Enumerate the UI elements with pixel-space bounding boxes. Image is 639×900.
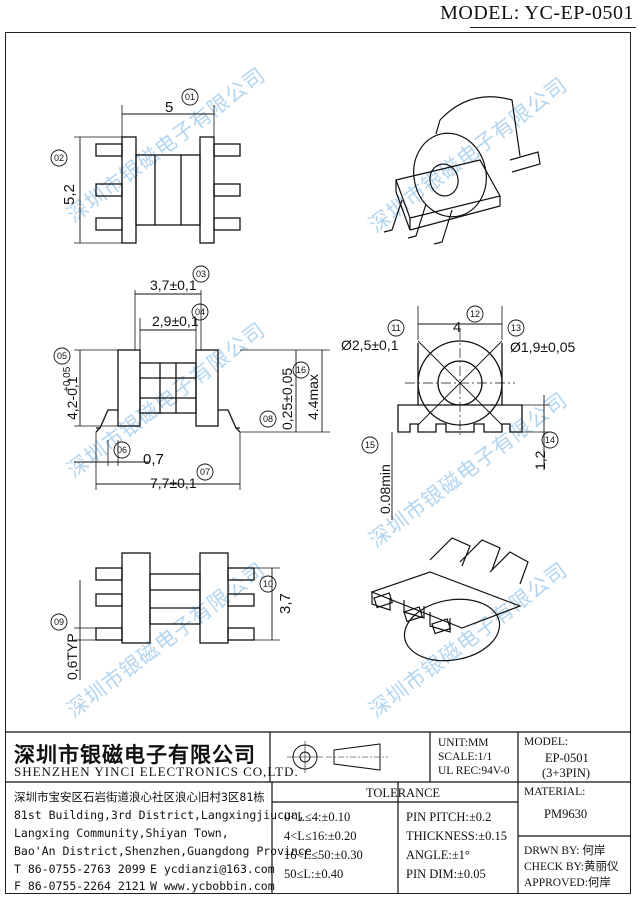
contact-email: E ycdianzi@163.com bbox=[150, 862, 275, 876]
top-view bbox=[74, 105, 241, 244]
tolerance-left: 16<L≤50:±0.30 bbox=[284, 848, 363, 862]
balloon-11: 11 bbox=[391, 323, 400, 333]
bottom-view bbox=[74, 552, 280, 680]
dim-05-tol: +0,05 bbox=[62, 366, 73, 392]
drawing-frame bbox=[5, 32, 631, 894]
contact-fax: F 86-0755-2264 2121 bbox=[14, 879, 146, 893]
balloon-09: 09 bbox=[54, 617, 64, 627]
isometric-view-bottom bbox=[370, 537, 529, 662]
balloons bbox=[50, 88, 559, 631]
dim-01: 5 bbox=[165, 99, 173, 116]
address-line: Bao'An District,Shenzhen,Guangdong Provi… bbox=[14, 844, 312, 858]
tolerance-right: PIN PITCH:±0.2 bbox=[406, 810, 492, 824]
side-view bbox=[391, 306, 550, 520]
balloon-07: 07 bbox=[200, 467, 210, 477]
drawn-by: DRWN BY: 何岸 bbox=[524, 845, 606, 857]
projection-symbol-icon bbox=[287, 741, 388, 773]
balloon-10: 10 bbox=[263, 579, 273, 589]
material-label: MATERIAL: bbox=[524, 786, 586, 798]
address-line: Langxing Community,Shiyan Town, bbox=[14, 826, 229, 840]
balloon-12: 12 bbox=[470, 309, 480, 319]
dim-15: 0.08min bbox=[377, 464, 393, 514]
material-value: PM9630 bbox=[544, 807, 588, 821]
balloon-01: 01 bbox=[185, 92, 195, 102]
balloon-03: 03 bbox=[196, 269, 206, 279]
contact-tel: T 86-0755-2763 2099 bbox=[14, 862, 146, 876]
company-name-cn: 深圳市银磁电子有限公司 bbox=[14, 742, 256, 767]
dim-12: 4 bbox=[453, 319, 461, 336]
approved-by: APPROVED:何岸 bbox=[524, 877, 611, 889]
dim-13: Ø1,9±0,05 bbox=[510, 339, 575, 355]
tolerance-left: 4<L≤16:±0.20 bbox=[284, 829, 357, 843]
dim-16: 4.4max bbox=[305, 374, 321, 420]
dim-08: 0,25±0,05 bbox=[279, 368, 295, 430]
title-block-grid bbox=[5, 731, 631, 894]
model-value: EP-0501 bbox=[545, 751, 589, 765]
dim-02: 5,2 bbox=[61, 184, 78, 205]
dim-04: 2,9±0,1 bbox=[152, 313, 199, 329]
tolerance-right: ANGLE:±1° bbox=[406, 848, 470, 862]
address-line: 深圳市宝安区石岩街道浪心社区浪心旧村3区81栋 bbox=[14, 790, 265, 804]
company-name-en: SHENZHEN YINCI ELECTRONICS CO,LTD. bbox=[14, 764, 299, 779]
tolerance-right: PIN DIM:±0.05 bbox=[406, 867, 486, 881]
dim-03: 3,7±0,1 bbox=[150, 277, 197, 293]
ul-rec: UL REC:94V-0 bbox=[438, 765, 510, 777]
dim-06: 0,7 bbox=[143, 451, 164, 468]
tolerance-left: 50≤L:±0.40 bbox=[284, 867, 344, 881]
balloon-15: 15 bbox=[365, 440, 375, 450]
dim-14: 1,2 bbox=[532, 450, 548, 470]
balloon-14: 14 bbox=[545, 435, 555, 445]
balloon-04: 04 bbox=[195, 307, 205, 317]
model-underline bbox=[470, 27, 636, 28]
scale: SCALE:1/1 bbox=[438, 751, 493, 763]
balloon-13: 13 bbox=[511, 323, 521, 333]
model-header: MODEL: YC-EP-0501 bbox=[440, 2, 634, 24]
check-by: CHECK BY:黄丽仪 bbox=[524, 861, 619, 873]
tolerance-right: THICKNESS:±0.15 bbox=[406, 829, 507, 843]
tolerance-left: 0<L≤4:±0.10 bbox=[284, 810, 351, 824]
contact-web: W www.ycbobbin.com bbox=[150, 879, 275, 893]
dim-07: 7,7±0,1 bbox=[150, 475, 197, 491]
dim-10: 3,7 bbox=[277, 593, 294, 614]
model-pins: (3+3PIN) bbox=[542, 766, 591, 780]
dim-11: Ø2,5±0,1 bbox=[341, 337, 399, 353]
dim-05: 4,2-0,1 bbox=[64, 376, 80, 420]
model-label: MODEL: bbox=[524, 736, 569, 748]
unit: UNIT:MM bbox=[438, 737, 489, 749]
dim-09: 0,6TYP bbox=[64, 633, 80, 680]
tolerance-title: TOLERANCE bbox=[366, 786, 441, 800]
balloon-06: 06 bbox=[117, 445, 127, 455]
address-line: 81st Building,3rd District,Langxingjiucu… bbox=[14, 808, 305, 822]
isometric-view-top bbox=[383, 96, 541, 245]
balloon-08: 08 bbox=[263, 414, 273, 424]
balloon-16: 16 bbox=[296, 365, 306, 375]
balloon-05: 05 bbox=[57, 351, 67, 361]
balloon-02: 02 bbox=[54, 153, 64, 163]
